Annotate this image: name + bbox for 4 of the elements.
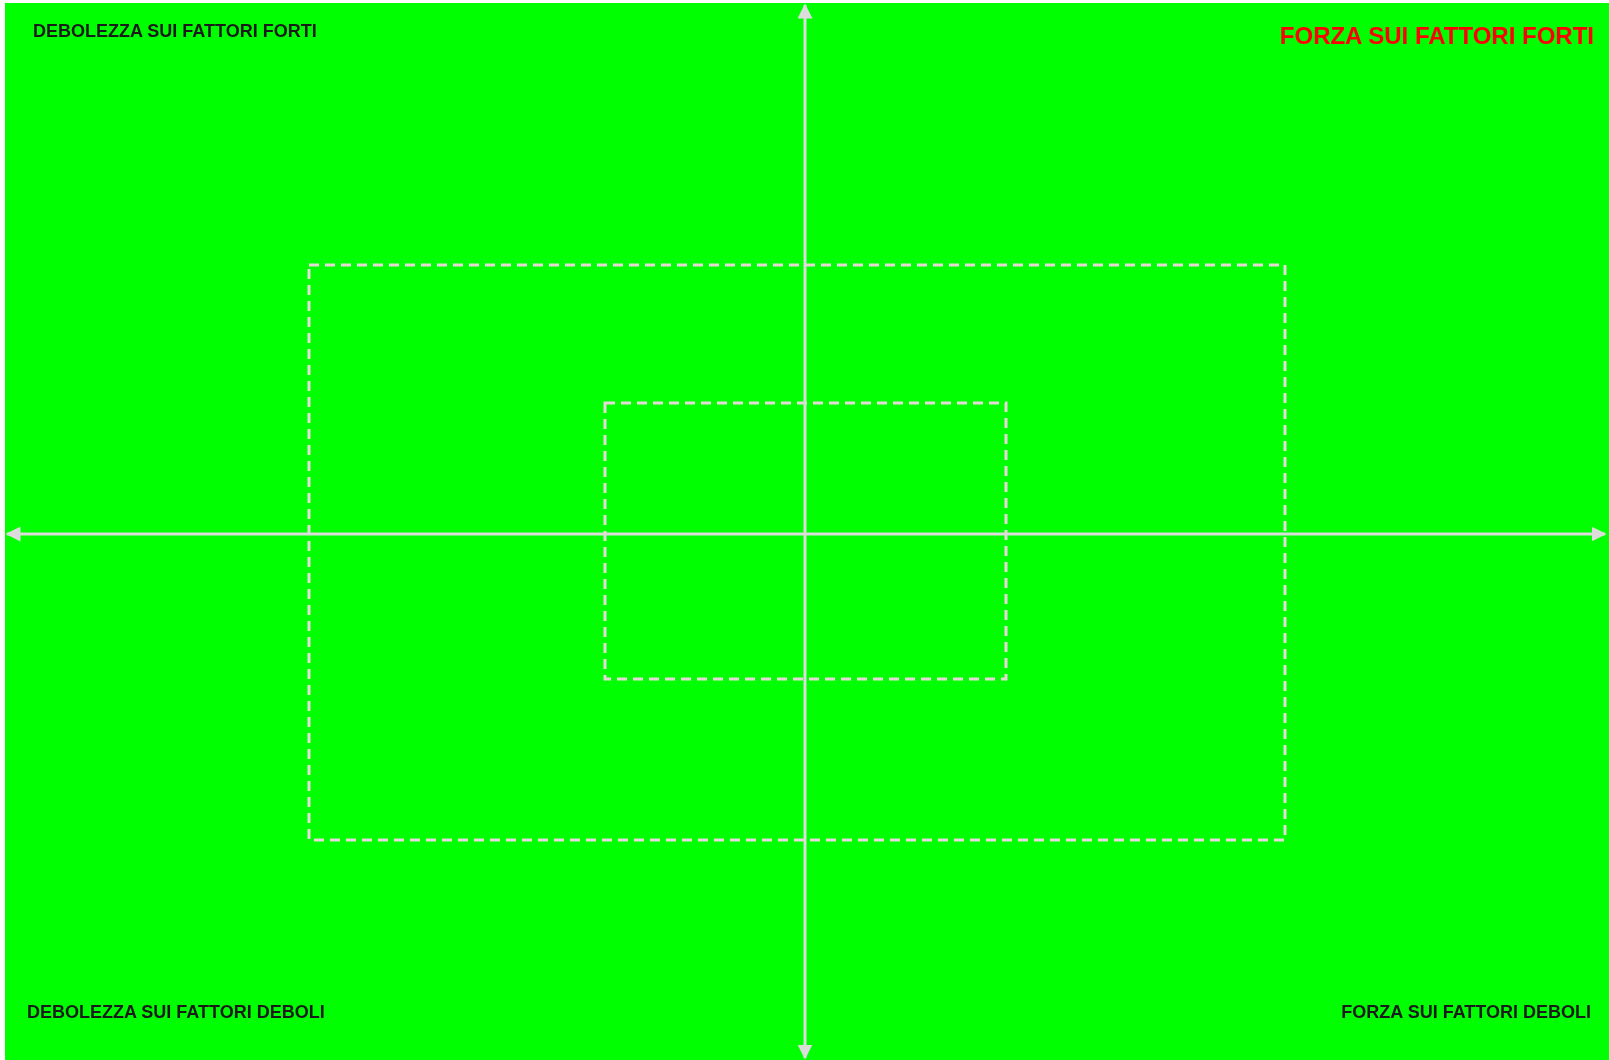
quadrant-label: FORZA SUI FATTORI DEBOLI bbox=[1341, 1001, 1591, 1023]
quadrant-label: DEBOLEZZA SUI FATTORI DEBOLI bbox=[27, 1001, 325, 1023]
quadrant-label: FORZA SUI FATTORI FORTI bbox=[1279, 22, 1594, 50]
quadrant-label: DEBOLEZZA SUI FATTORI FORTI bbox=[33, 20, 317, 42]
